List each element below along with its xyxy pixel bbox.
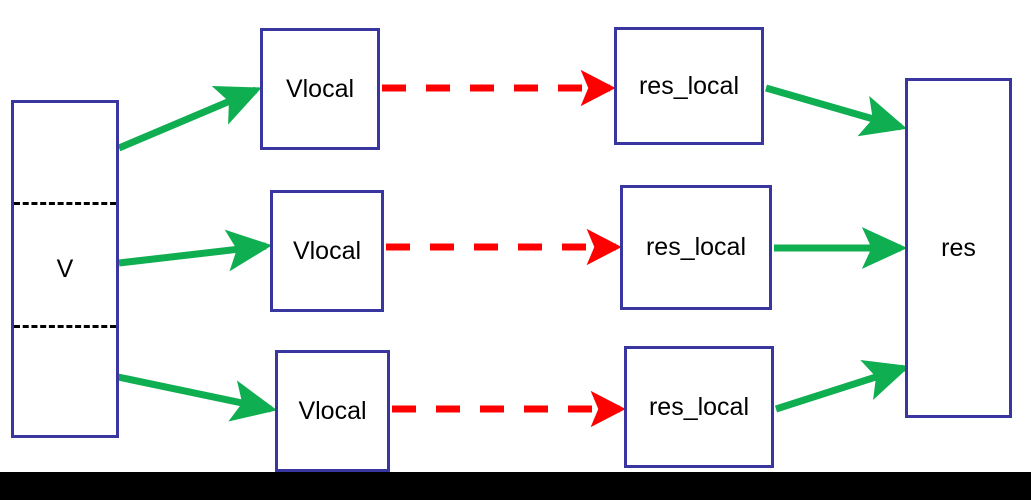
node-res-local-top-label: res_local: [638, 71, 740, 100]
node-vlocal-bottom-label: Vlocal: [298, 396, 367, 425]
node-result-res[interactable]: res: [905, 78, 1012, 418]
edge-scatter-middle: [118, 229, 273, 272]
v-partition-divider-1: [14, 202, 116, 205]
node-res-local-middle[interactable]: res_local: [620, 185, 772, 310]
node-vlocal-bottom[interactable]: Vlocal: [275, 350, 390, 472]
node-res-local-bottom[interactable]: res_local: [624, 346, 774, 468]
edge-gather-bottom: [774, 359, 910, 413]
caption-band: [0, 472, 1031, 500]
node-source-v-label: V: [56, 255, 74, 283]
edge-scatter-top: [117, 85, 262, 152]
node-vlocal-middle[interactable]: Vlocal: [270, 190, 384, 312]
node-res-local-top[interactable]: res_local: [614, 27, 764, 145]
node-res-local-middle-label: res_local: [645, 233, 747, 261]
node-res-local-bottom-label: res_local: [648, 392, 750, 421]
node-vlocal-top-label: Vlocal: [285, 74, 355, 103]
edge-gather-top: [765, 84, 908, 137]
node-vlocal-middle-label: Vlocal: [292, 236, 362, 265]
node-vlocal-top[interactable]: Vlocal: [260, 28, 380, 150]
edge-scatter-bottom: [117, 373, 278, 422]
node-result-res-label: res: [941, 233, 976, 262]
node-source-v[interactable]: V: [11, 100, 119, 438]
v-partition-divider-2: [14, 325, 116, 328]
